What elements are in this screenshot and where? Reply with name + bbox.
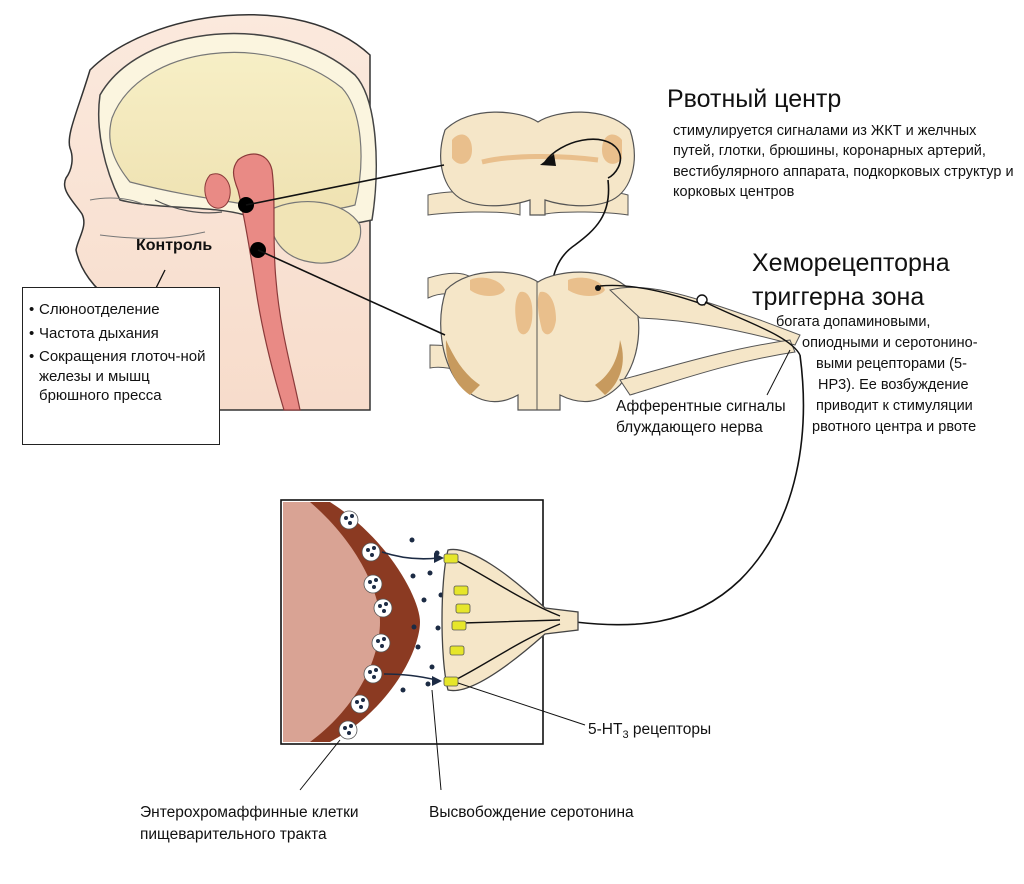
brain: [109, 51, 362, 212]
control-item: Частота дыхания: [29, 324, 219, 344]
serotonin-label: Высвобождение серотонина: [429, 804, 634, 821]
ctz-description-line: богата допаминовыми,: [776, 314, 931, 330]
receptors: [443, 553, 471, 687]
control-label: Контроль: [136, 237, 213, 254]
cerebellum: [269, 200, 362, 264]
ec-cells-label-line2: пищеварительного тракта: [140, 826, 327, 843]
serotonin-dots: [400, 537, 444, 693]
ctz-description-line: рвотного центра и рвоте: [812, 419, 977, 435]
vomit-center-title: Рвотный центр: [667, 85, 842, 113]
ctz-description-line: выми рецепторами (5-: [816, 356, 967, 372]
medulla-section-lower: [427, 271, 801, 411]
receptors-label-sub: 3: [622, 729, 629, 742]
receptors-label-suffix: рецепторы: [628, 721, 712, 738]
control-box: Слюноотделение Частота дыхания Сокращени…: [22, 287, 220, 445]
ctz-description-line: НР3). Ее возбуждение: [818, 377, 969, 393]
control-item: Сокращения глоточ-ной железы и мышц брюш…: [29, 347, 219, 406]
control-item: Слюноотделение: [29, 300, 219, 320]
ctz-title-line1: Хеморецепторна: [752, 249, 950, 277]
medulla-section-upper: [427, 111, 635, 216]
afferent-label-line2: блуждающего нерва: [616, 419, 763, 436]
ctz-title-line2: триггерна зона: [752, 283, 925, 311]
control-list: Слюноотделение Частота дыхания Сокращени…: [23, 288, 219, 406]
afferent-label-line1: Афферентные сигналы: [616, 398, 786, 415]
gut-panel: [280, 499, 579, 745]
ctz-description-line: приводит к стимуляции: [816, 398, 973, 414]
vomit-center-description: стимулируется сигналами из ЖКТ и желчных…: [673, 123, 1014, 200]
receptors-label: 5-HT3 рецепторы: [588, 720, 711, 743]
ctz-description-line: опиодными и серотонино-: [802, 335, 978, 351]
ec-cells-label-line1: Энтерохромаффинные клетки: [140, 804, 359, 821]
receptors-label-prefix: 5-HT: [588, 721, 623, 738]
